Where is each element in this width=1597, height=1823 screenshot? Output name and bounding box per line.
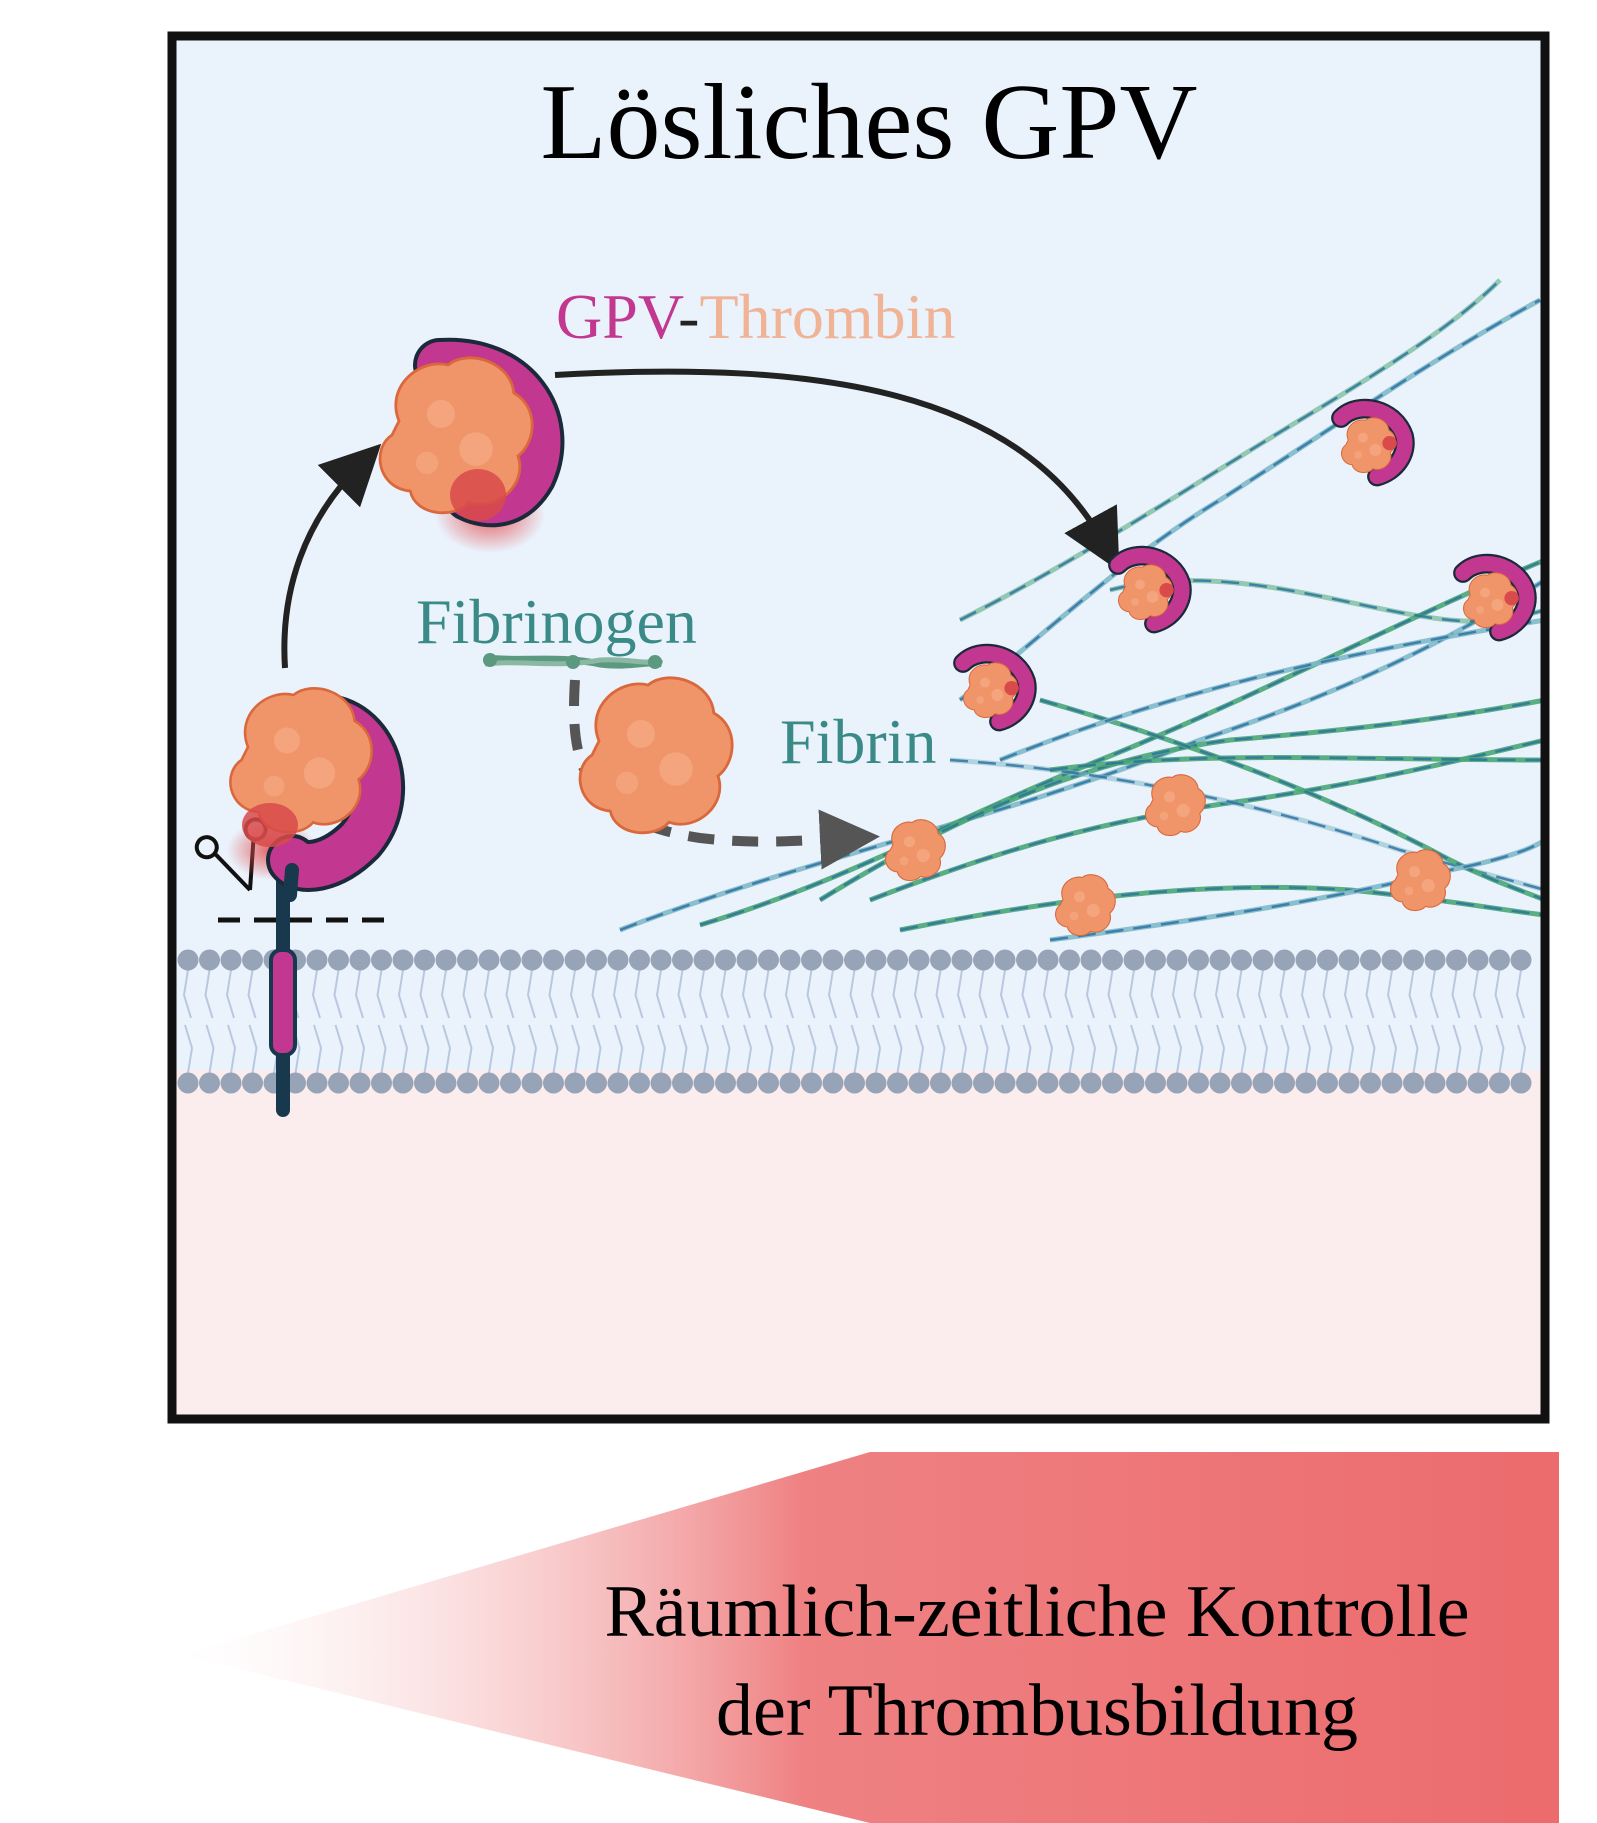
- membrane-gpv-thrombin-complex: [227, 687, 406, 902]
- cell-membrane: [177, 949, 1532, 1094]
- footer-line-1: Räumlich-zeitliche Kontrolle: [604, 1571, 1469, 1653]
- thrombin-on-fibrin: [1389, 849, 1451, 912]
- gpv-thrombin-label: GPV-Thrombin: [556, 281, 955, 352]
- intracellular-region: [172, 1070, 1545, 1419]
- thrombin-on-fibrin: [884, 819, 946, 882]
- thrombin-label: Thrombin: [699, 281, 955, 352]
- page-title: Lösliches GPV: [541, 63, 1198, 182]
- fibrinogen-molecule: [483, 653, 664, 669]
- thrombin-on-fibrin: [1054, 874, 1116, 937]
- fibrinogen-label: Fibrinogen: [416, 586, 697, 657]
- fibrin-label: Fibrin: [780, 706, 936, 777]
- gpv-label: GPV: [556, 281, 684, 352]
- main-panel: [172, 36, 1545, 1419]
- control-gradient: [182, 1452, 1559, 1823]
- thrombin-on-fibrin: [1144, 774, 1206, 837]
- thrombin-protein: [578, 676, 734, 835]
- conversion-arrow: [569, 679, 880, 870]
- gpv-receptor: [269, 863, 297, 1117]
- soluble-gpv-thrombin-complex: [378, 337, 565, 553]
- panel-border: [167, 31, 1550, 1424]
- footer-line-2: der Thrombusbildung: [716, 1670, 1358, 1752]
- binding-arrow: [554, 368, 1120, 572]
- dash-label: -: [678, 281, 699, 352]
- release-arrow: [281, 443, 382, 669]
- fibrin-network: [619, 278, 1547, 943]
